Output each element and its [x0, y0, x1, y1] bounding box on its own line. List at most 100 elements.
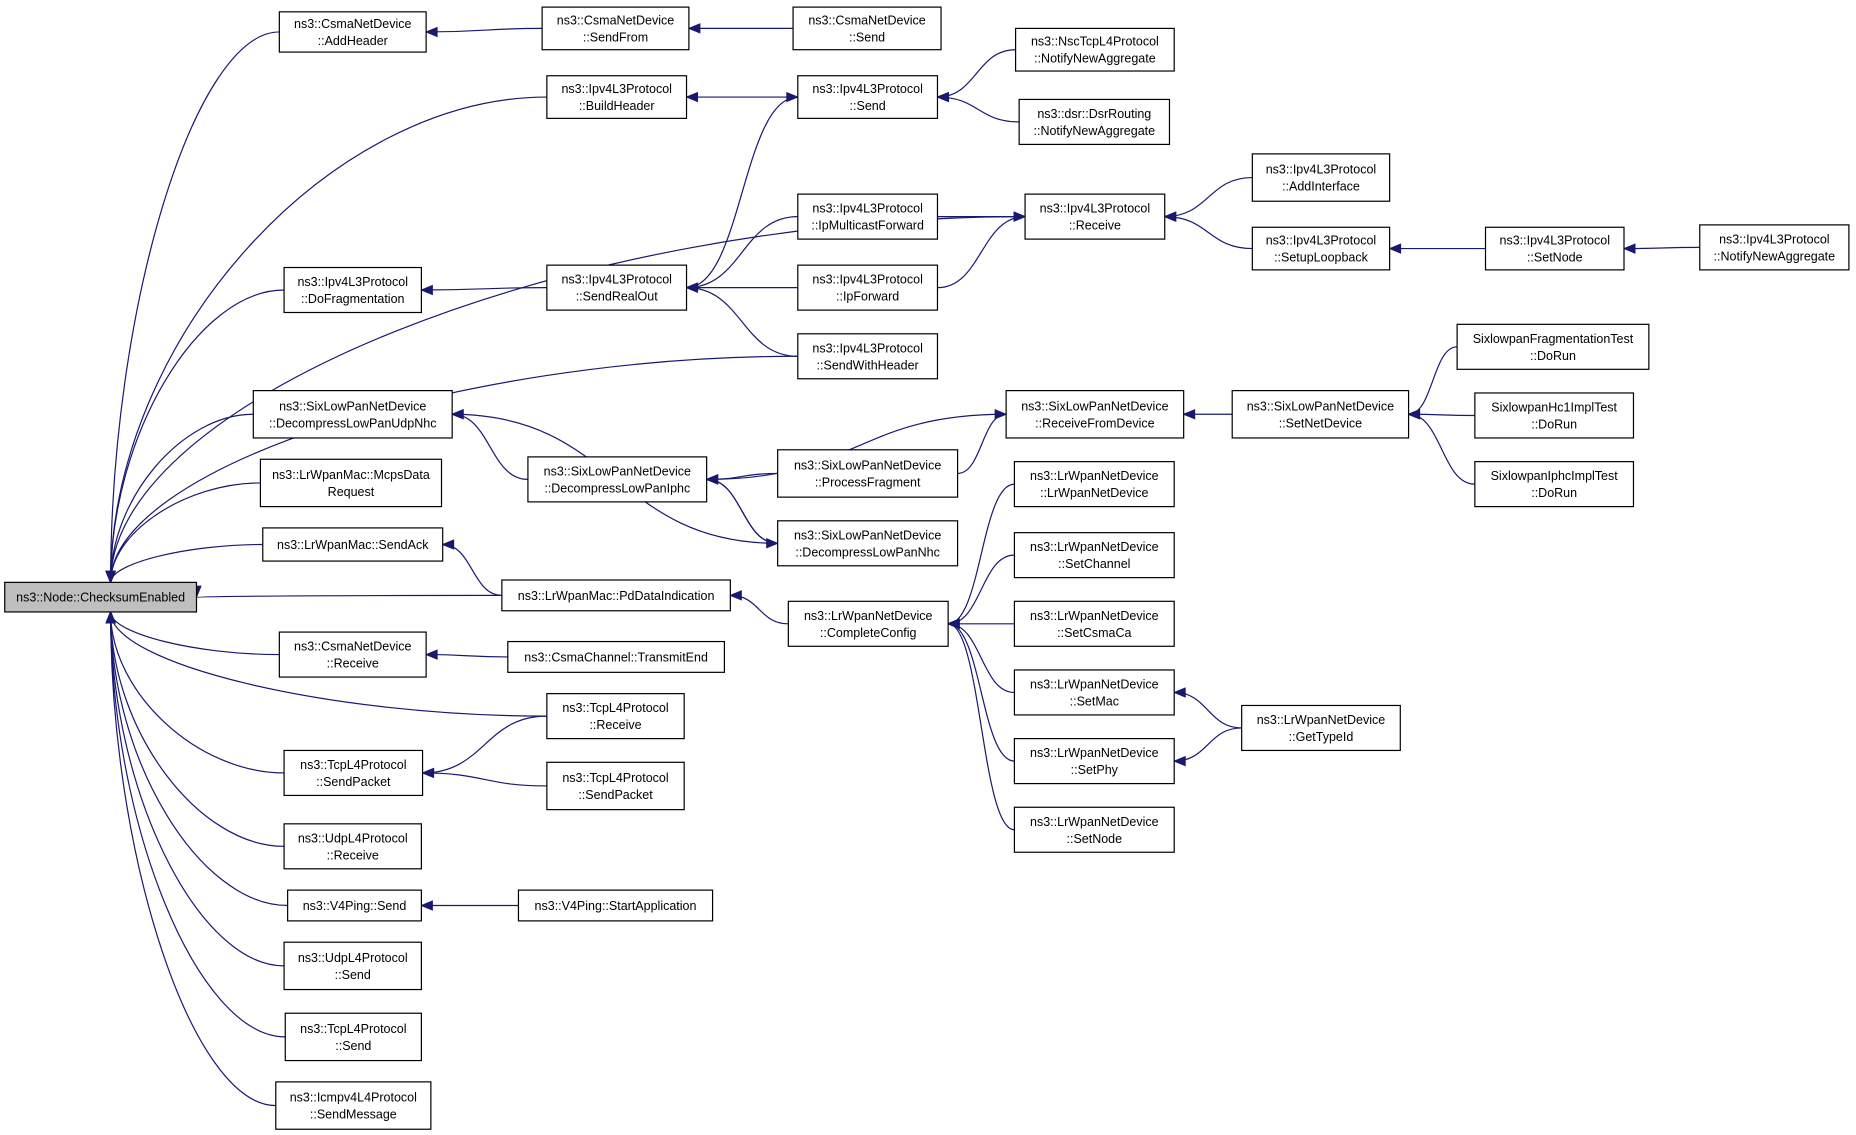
- node-box: [278, 11, 427, 53]
- call-edge: [424, 649, 508, 660]
- graph-node[interactable]: ns3::Ipv4L3Protocol::IpForward: [797, 264, 939, 311]
- graph-node[interactable]: ns3::SixLowPanNetDevice::DecompressLowPa…: [527, 456, 708, 503]
- node-label-line: ns3::Ipv4L3Protocol: [812, 341, 923, 355]
- node-label-line: ns3::Ipv4L3Protocol: [1266, 234, 1377, 248]
- arrowhead: [1407, 409, 1421, 420]
- graph-node[interactable]: ns3::LrWpanMac::PdDataIndication: [501, 579, 731, 612]
- call-edge: [105, 610, 276, 1107]
- graph-node[interactable]: ns3::CsmaNetDevice::AddHeader: [278, 11, 427, 53]
- edge-line: [937, 216, 1026, 289]
- graph-node[interactable]: ns3::SixLowPanNetDevice::DecompressLowPa…: [252, 390, 453, 439]
- graph-node[interactable]: ns3::LrWpanNetDevice::SetPhy: [1013, 738, 1175, 785]
- arrowhead: [450, 409, 464, 420]
- node-box: [507, 640, 726, 673]
- graph-node[interactable]: ns3::LrWpanNetDevice::LrWpanNetDevice: [1013, 461, 1175, 508]
- edge-line: [1174, 691, 1242, 729]
- graph-node[interactable]: ns3::TcpL4Protocol::Receive: [546, 693, 685, 740]
- graph-node[interactable]: ns3::SixLowPanNetDevice::ProcessFragment: [777, 449, 959, 498]
- graph-node[interactable]: ns3::LrWpanNetDevice::CompleteConfig: [787, 600, 949, 647]
- edge-line: [730, 594, 789, 625]
- node-label-line: ::SendWithHeader: [817, 358, 919, 372]
- graph-node[interactable]: ns3::CsmaNetDevice::SendFrom: [541, 6, 690, 51]
- graph-node[interactable]: ns3::LrWpanNetDevice::GetTypeId: [1241, 704, 1401, 752]
- graph-node[interactable]: ns3::dsr::DsrRouting::NotifyNewAggregate: [1018, 98, 1171, 146]
- call-edge: [420, 284, 547, 296]
- node-label-line: ns3::UdpL4Protocol: [298, 951, 408, 965]
- graph-node[interactable]: ns3::LrWpanMac::SendAck: [262, 527, 444, 562]
- graph-node[interactable]: ns3::CsmaNetDevice::Send: [792, 6, 942, 51]
- graph-node[interactable]: ns3::NscTcpL4Protocol::NotifyNewAggregat…: [1014, 27, 1175, 72]
- graph-node[interactable]: ns3::Ipv4L3Protocol::DoFragmentation: [283, 266, 422, 314]
- arrowhead: [441, 539, 455, 550]
- graph-node[interactable]: ns3::V4Ping::Send: [287, 889, 422, 922]
- node-label-line: ns3::SixLowPanNetDevice: [1021, 399, 1168, 413]
- node-label-line: ::ProcessFragment: [815, 475, 921, 489]
- graph-node[interactable]: ns3::UdpL4Protocol::Receive: [283, 823, 422, 870]
- arrowhead: [766, 538, 779, 549]
- node-label-line: ns3::LrWpanNetDevice: [1030, 815, 1159, 829]
- call-edge: [1172, 687, 1242, 729]
- node-box: [797, 333, 939, 380]
- graph-node[interactable]: ns3::CsmaNetDevice::Receive: [278, 631, 427, 678]
- graph-node[interactable]: ns3::Ipv4L3Protocol::Send: [797, 75, 939, 119]
- call-edge: [686, 91, 800, 289]
- graph-node[interactable]: ns3::Ipv4L3Protocol::Receive: [1024, 193, 1166, 240]
- call-edge: [1182, 409, 1233, 420]
- graph-node[interactable]: ns3::SixLowPanNetDevice::DecompressLowPa…: [777, 520, 959, 567]
- root-node[interactable]: ns3::Node::ChecksumEnabled: [4, 581, 198, 613]
- call-edge: [1388, 243, 1486, 254]
- graph-node[interactable]: ns3::CsmaChannel::TransmitEnd: [507, 640, 726, 673]
- call-edge: [421, 767, 547, 787]
- graph-node[interactable]: ns3::Ipv4L3Protocol::IpMulticastForward: [797, 193, 939, 240]
- edge-line: [110, 611, 286, 1038]
- node-label-line: ::GetTypeId: [1289, 730, 1354, 744]
- edge-line: [686, 216, 798, 289]
- graph-node[interactable]: ns3::TcpL4Protocol::SendPacket: [546, 761, 685, 811]
- graph-node[interactable]: ns3::Ipv4L3Protocol::SendRealOut: [546, 264, 688, 311]
- graph-node[interactable]: ns3::TcpL4Protocol::SendPacket: [283, 749, 424, 797]
- node-box: [287, 889, 422, 922]
- graph-node[interactable]: SixlowpanIphcImplTest::DoRun: [1474, 461, 1635, 508]
- graph-node[interactable]: ns3::Ipv4L3Protocol::SendWithHeader: [797, 333, 939, 380]
- call-edge: [937, 211, 1027, 289]
- node-box: [797, 193, 939, 240]
- graph-node[interactable]: ns3::TcpL4Protocol::Send: [284, 1012, 422, 1062]
- node-label-line: ::SetCsmaCa: [1057, 626, 1131, 640]
- node-box: [1014, 27, 1175, 72]
- graph-node[interactable]: ns3::SixLowPanNetDevice::ReceiveFromDevi…: [1005, 390, 1185, 439]
- node-box: [1013, 461, 1175, 508]
- node-label-line: ns3::LrWpanNetDevice: [1030, 609, 1159, 623]
- graph-node[interactable]: ns3::LrWpanNetDevice::SetChannel: [1013, 532, 1175, 579]
- arrowhead: [421, 767, 435, 779]
- edge-line: [110, 543, 263, 583]
- node-label-line: ns3::TcpL4Protocol: [562, 771, 668, 785]
- edge-line: [422, 772, 547, 787]
- node-box: [1484, 226, 1625, 271]
- node-label-line: ::SetupLoopback: [1274, 251, 1369, 265]
- node-label-line: ::ReceiveFromDevice: [1035, 416, 1155, 430]
- graph-node[interactable]: ns3::LrWpanNetDevice::SetMac: [1013, 669, 1175, 716]
- node-box: [546, 761, 685, 811]
- graph-node[interactable]: ns3::LrWpanNetDevice::SetCsmaCa: [1013, 600, 1175, 647]
- node-label-line: ns3::V4Ping::StartApplication: [535, 899, 697, 913]
- graph-node[interactable]: ns3::LrWpanNetDevice::SetNode: [1013, 806, 1175, 853]
- graph-node[interactable]: ns3::Ipv4L3Protocol::SetNode: [1484, 226, 1625, 271]
- graph-node[interactable]: SixlowpanFragmentationTest::DoRun: [1456, 323, 1650, 370]
- graph-node[interactable]: ns3::UdpL4Protocol::Send: [283, 941, 422, 991]
- graph-node[interactable]: ns3::SixLowPanNetDevice::SetNetDevice: [1231, 390, 1410, 439]
- node-box: [1013, 669, 1175, 716]
- graph-node[interactable]: ns3::Ipv4L3Protocol::NotifyNewAggregate: [1699, 224, 1850, 271]
- graph-node[interactable]: SixlowpanHc1ImplTest::DoRun: [1474, 392, 1635, 439]
- node-label-line: ::Receive: [327, 848, 379, 862]
- node-box: [275, 1081, 432, 1130]
- graph-node[interactable]: ns3::V4Ping::StartApplication: [517, 889, 714, 922]
- graph-node[interactable]: ns3::Ipv4L3Protocol::AddInterface: [1251, 153, 1391, 202]
- node-box: [1013, 806, 1175, 853]
- graph-node[interactable]: ns3::Icmpv4L4Protocol::SendMessage: [275, 1081, 432, 1130]
- graph-node[interactable]: ns3::Ipv4L3Protocol::BuildHeader: [546, 75, 688, 119]
- node-label-line: ns3::SixLowPanNetDevice: [1247, 399, 1394, 413]
- call-edge: [706, 478, 779, 549]
- node-box: [546, 264, 688, 311]
- graph-node[interactable]: ns3::Ipv4L3Protocol::SetupLoopback: [1251, 226, 1391, 271]
